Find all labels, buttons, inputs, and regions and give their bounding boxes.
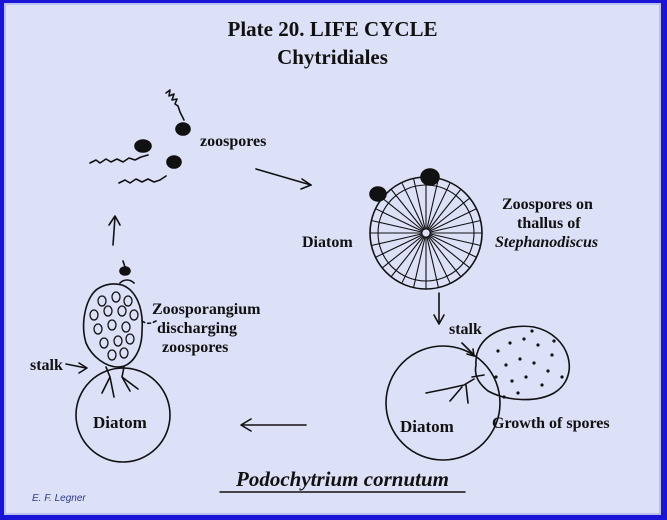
spore-dot [560, 375, 564, 379]
label-zoospores-discharged: zoospores [162, 339, 229, 356]
zoospore-in-sporangium [125, 333, 135, 345]
zoospore-in-sporangium [103, 305, 113, 317]
plate-panel: Plate 20. LIFE CYCLE Chytridiales zoospo… [6, 5, 659, 513]
zoospore-in-sporangium [107, 319, 117, 331]
zoospore-cluster [89, 89, 191, 184]
thallus-ray [391, 189, 425, 231]
label-stephanodiscus: Stephanodiscus [495, 234, 599, 251]
thallus-ray [371, 220, 423, 233]
zoospore-in-sporangium [93, 323, 103, 335]
spore-dot [516, 391, 520, 395]
thallus-ray [428, 198, 470, 232]
spore-dot [532, 361, 536, 365]
spore-dot [540, 383, 544, 387]
thallus-ray [429, 220, 481, 233]
thallus-ray [401, 182, 425, 230]
thallus-ray [427, 189, 461, 231]
label-stalk-left: stalk [30, 357, 63, 374]
zoospore-in-sporangium [121, 321, 131, 333]
label-thallus-of: thallus of [517, 215, 581, 232]
label-diatom-bottom-right: Diatom [400, 417, 454, 436]
arrow-to-thallus [255, 168, 312, 190]
zoospore-in-sporangium [99, 337, 109, 349]
thallus-ray [428, 234, 470, 268]
diatom-with-zoosporangium [65, 260, 171, 463]
thallus-ray [375, 208, 423, 232]
label-stalk-right: stalk [449, 321, 482, 338]
spore-dot [536, 343, 540, 347]
thallus-ray [426, 236, 439, 288]
zoospore-in-sporangium [123, 295, 133, 307]
thallus-ray [427, 236, 451, 284]
thallus-ray [371, 233, 423, 246]
spore-dot [550, 353, 554, 357]
zoospore-in-sporangium [129, 309, 139, 321]
label-zoosporangium: Zoosporangium [152, 301, 261, 318]
spore-dot [518, 357, 522, 361]
life-cycle-drawing [65, 89, 571, 493]
label-growth-of-spores: Growth of spores [492, 415, 610, 432]
thallus-diatom [369, 168, 483, 290]
thallus-ray [391, 235, 425, 277]
spore-dot [502, 395, 506, 399]
label-zoospores-on: Zoospores on [502, 196, 593, 213]
label-discharging: discharging [157, 320, 238, 337]
thallus-ray [429, 234, 477, 258]
spore-dot [530, 329, 534, 333]
plate-subtitle: Chytridiales [277, 45, 388, 69]
diatom-with-sporangium [385, 325, 571, 461]
spore-dot [524, 375, 528, 379]
spore-dot [510, 379, 514, 383]
spore-dot [494, 375, 498, 379]
thallus-ray [426, 178, 439, 230]
zoospore-in-sporangium [107, 349, 117, 361]
zoospore-in-sporangium [117, 305, 127, 317]
arrow-down-right [433, 292, 445, 325]
label-diatom-top: Diatom [302, 234, 353, 251]
plate-title: Plate 20. LIFE CYCLE [227, 17, 438, 41]
thallus-ray [429, 233, 481, 246]
zoospore-in-sporangium [111, 291, 121, 303]
arrow-left-bottom [240, 418, 307, 432]
spore-dot [552, 339, 556, 343]
zoospore-in-sporangium [89, 309, 99, 321]
spore-dot [508, 341, 512, 345]
thallus-ray [382, 198, 424, 232]
label-zoospores: zoospores [200, 133, 267, 150]
species-name: Podochytrium cornutum [236, 467, 449, 491]
spore-dot [522, 337, 526, 341]
spore-dot [504, 363, 508, 367]
thallus-ray [427, 182, 451, 230]
label-diatom-bottom-left: Diatom [93, 413, 147, 432]
zoospore-in-sporangium [97, 295, 107, 307]
spore-dot [546, 369, 550, 373]
thallus-ray [429, 208, 477, 232]
author-credit: E. F. Legner [32, 493, 86, 504]
thallus-ray [401, 236, 425, 284]
thallus-ray [413, 236, 426, 288]
thallus-ray [427, 235, 461, 277]
thallus-ray [375, 234, 423, 258]
arrow-up-left [108, 215, 121, 246]
zoospore-in-sporangium [119, 347, 129, 359]
thallus-ray [413, 178, 426, 230]
thallus-ray [382, 234, 424, 268]
spore-dot [496, 349, 500, 353]
zoospore-in-sporangium [113, 335, 123, 347]
